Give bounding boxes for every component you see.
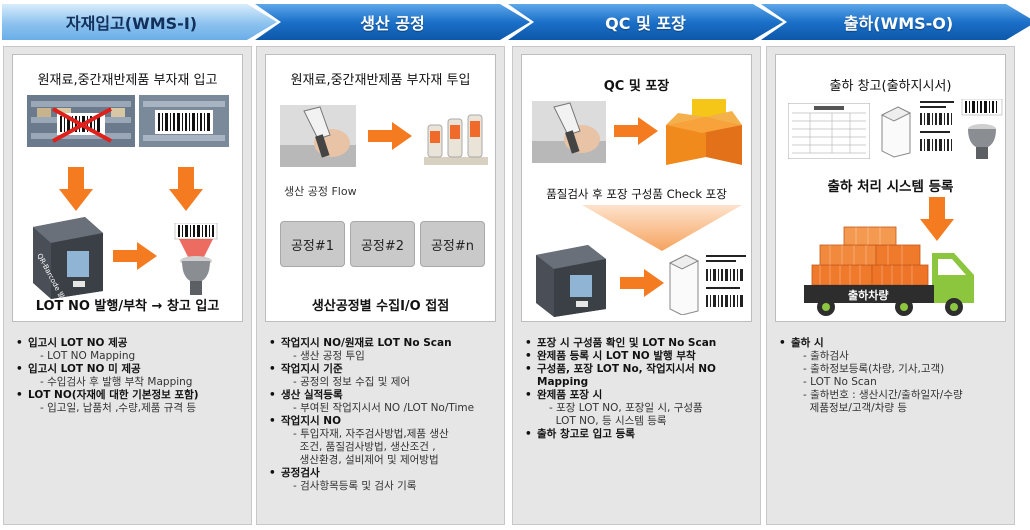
list-item: 작업지시 NO- 투입자재, 자주검사방법,제품 생산 조건, 품질검사방법, … — [269, 415, 501, 467]
flow-caption: 생산 공정 Flow — [284, 185, 357, 198]
column-production: 원재료,중간재반제품 부자재 투입 생산 공정 Flow 공정#1 공정#2 — [256, 46, 505, 525]
arrow-down-icon — [920, 197, 954, 241]
inbound-panel: 원재료,중간재반제품 부자재 입고 — [12, 54, 243, 322]
column-outbound: 출하 창고(출하지시서) — [766, 46, 1015, 525]
process-box: 공정#2 — [350, 221, 415, 267]
list-item: LOT NO(자재에 대한 기본정보 포함)- 입고일, 납품처 ,수량,제품 … — [16, 389, 248, 415]
warehouse-image — [27, 95, 135, 147]
barcode-rack-image — [139, 95, 229, 147]
list-item: 공정검사- 검사항목등록 및 검사 기록 — [269, 467, 501, 493]
qc-bullet-list: 포장 시 구성품 확인 및 LOT No Scan 완제품 등록 시 LOT N… — [525, 337, 757, 441]
step-production: 생산 공정 — [255, 4, 530, 40]
funnel-arrow-icon — [582, 205, 742, 251]
step-wms-inbound: 자재입고(WMS-I) — [2, 4, 277, 40]
step-wms-outbound: 출하(WMS-O) — [761, 4, 1030, 40]
barcode-labels-image — [920, 101, 954, 151]
process-box: 공정#n — [420, 221, 485, 267]
outbound-bullet-list: 출하 시 - 출하검사 - 출하정보등록(차량, 기사,고객) - LOT No… — [779, 337, 1011, 415]
packing-boxes-image — [666, 99, 742, 165]
labeled-box-image — [668, 254, 746, 315]
truck-image: 출하차량 — [804, 226, 974, 316]
list-item: 완제품 등록 시 LOT NO 발행 부착 — [525, 350, 757, 363]
production-machines-image — [424, 114, 488, 165]
list-item: 입고시 LOT NO 미 제공- 수입검사 후 발행 부착 Mapping — [16, 363, 248, 389]
list-item: 작업지시 NO/원재료 LOT No Scan- 생산 공정 투입 — [269, 337, 501, 363]
column-qc-packing: QC 및 포장 품질검사 후 포장 구성품 Check 포장 — [512, 46, 761, 525]
arrow-right-icon — [614, 117, 658, 145]
outbound-panel: 출하 창고(출하지시서) — [775, 54, 1006, 322]
list-item: 생산 실적등록- 부여된 작업지시서 NO /LOT No/Time — [269, 389, 501, 415]
production-title: 원재료,중간재반제품 부자재 투입 — [290, 73, 471, 88]
barcode-printer-icon: QR-Barcode 발행/부착 — [33, 217, 103, 299]
production-panel: 원재료,중간재반제품 부자재 투입 생산 공정 Flow 공정#1 공정#2 — [265, 54, 496, 322]
production-bullet-list: 작업지시 NO/원재료 LOT No Scan- 생산 공정 투입 작업지시 기… — [269, 337, 501, 493]
list-item: 작업지시 기준- 공정의 정보 수집 및 제어 — [269, 363, 501, 389]
step-qc-packing: QC 및 포장 — [508, 4, 783, 40]
barcode-scanner-icon — [961, 99, 1003, 159]
truck-label: 출하차량 — [848, 288, 888, 302]
arrow-right-icon — [368, 122, 412, 150]
handheld-scanner-image — [532, 101, 606, 163]
outbound-title: 출하 창고(출하지시서) — [829, 79, 952, 94]
arrow-right-icon — [113, 242, 157, 270]
shipping-box-image — [880, 106, 912, 158]
production-footer: 생산공정별 수집I/O 접점 — [311, 299, 450, 314]
inbound-bullet-list: 입고시 LOT NO 제공- LOT NO Mapping 입고시 LOT NO… — [16, 337, 248, 415]
qc-check-caption: 품질검사 후 포장 구성품 Check 포장 — [546, 187, 727, 201]
process-box: 공정#1 — [280, 221, 345, 267]
shipping-document-image — [788, 103, 870, 159]
list-item: 포장 시 구성품 확인 및 LOT No Scan — [525, 337, 757, 350]
arrow-down-icon — [169, 167, 203, 211]
qc-title: QC 및 포장 — [603, 79, 670, 94]
inbound-title: 원재료,중간재반제품 부자재 입고 — [37, 73, 218, 88]
handheld-scanner-image — [280, 105, 356, 167]
list-item: 출하 시 - 출하검사 - 출하정보등록(차량, 기사,고객) - LOT No… — [779, 337, 1011, 415]
qc-panel: QC 및 포장 품질검사 후 포장 구성품 Check 포장 — [521, 54, 752, 322]
barcode-scanner-icon — [174, 223, 218, 295]
arrow-down-icon — [59, 167, 93, 211]
register-caption: 출하 처리 시스템 등록 — [827, 179, 954, 195]
barcode-printer-icon — [536, 245, 606, 317]
list-item: 출하 창고로 입고 등록 — [525, 428, 757, 441]
list-item: 구성품, 포장 LOT No, 작업지시서 NO Mapping — [525, 363, 757, 389]
list-item: 입고시 LOT NO 제공- LOT NO Mapping — [16, 337, 248, 363]
column-inbound: 원재료,중간재반제품 부자재 입고 — [3, 46, 252, 525]
list-item: 완제품 포장 시- 포장 LOT NO, 포장일 시, 구성품 LOT NO, … — [525, 389, 757, 428]
arrow-right-icon — [620, 269, 664, 297]
inbound-footer: LOT NO 발행/부착 → 창고 입고 — [35, 299, 220, 314]
